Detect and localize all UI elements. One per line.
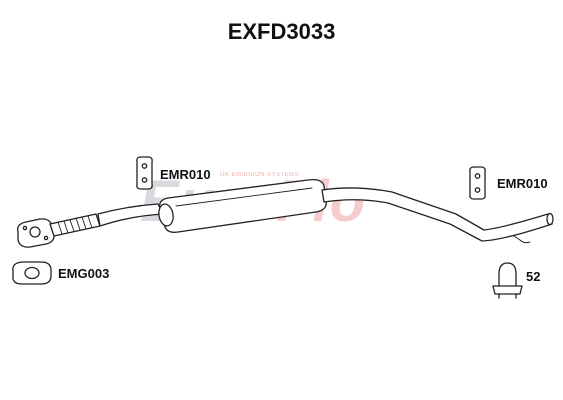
outlet-end [546, 212, 554, 226]
part-title: EXFD3033 [227, 19, 336, 44]
gasket-hole [24, 266, 40, 280]
inlet-flange-hole [29, 226, 41, 238]
centre-silencer [159, 178, 327, 233]
clamp-drawing [498, 262, 517, 287]
sensor-bracket [513, 235, 531, 244]
gasket-label: EMG003 [58, 266, 110, 281]
outlet-pipe [321, 187, 553, 242]
watermark-tagline: UK EMISSION SYSTEMS [220, 172, 300, 178]
rubber-mount-left-label: EMR010 [160, 167, 211, 182]
inlet-pipe [97, 203, 164, 227]
inlet-flange-bolt-bottom [43, 235, 49, 241]
rubber-mount-right-drawing [469, 166, 486, 200]
rubber-mount-right-label: EMR010 [497, 176, 548, 191]
rubber-mount-left-hole-bottom [141, 177, 148, 183]
inlet-flange-bolt-top [22, 225, 28, 231]
silencer-inlet-end [158, 203, 174, 227]
flex-section [49, 213, 101, 237]
flex-braid [57, 215, 93, 235]
rubber-mount-left-drawing [136, 156, 153, 190]
clamp-label: 52 [526, 269, 541, 284]
clamp-plate [492, 285, 523, 295]
rubber-mount-right-hole-top [474, 173, 481, 179]
silencer-highlight [175, 187, 313, 207]
rubber-mount-right-hole-bottom [474, 187, 481, 193]
rubber-mount-left-hole-top [141, 163, 148, 169]
